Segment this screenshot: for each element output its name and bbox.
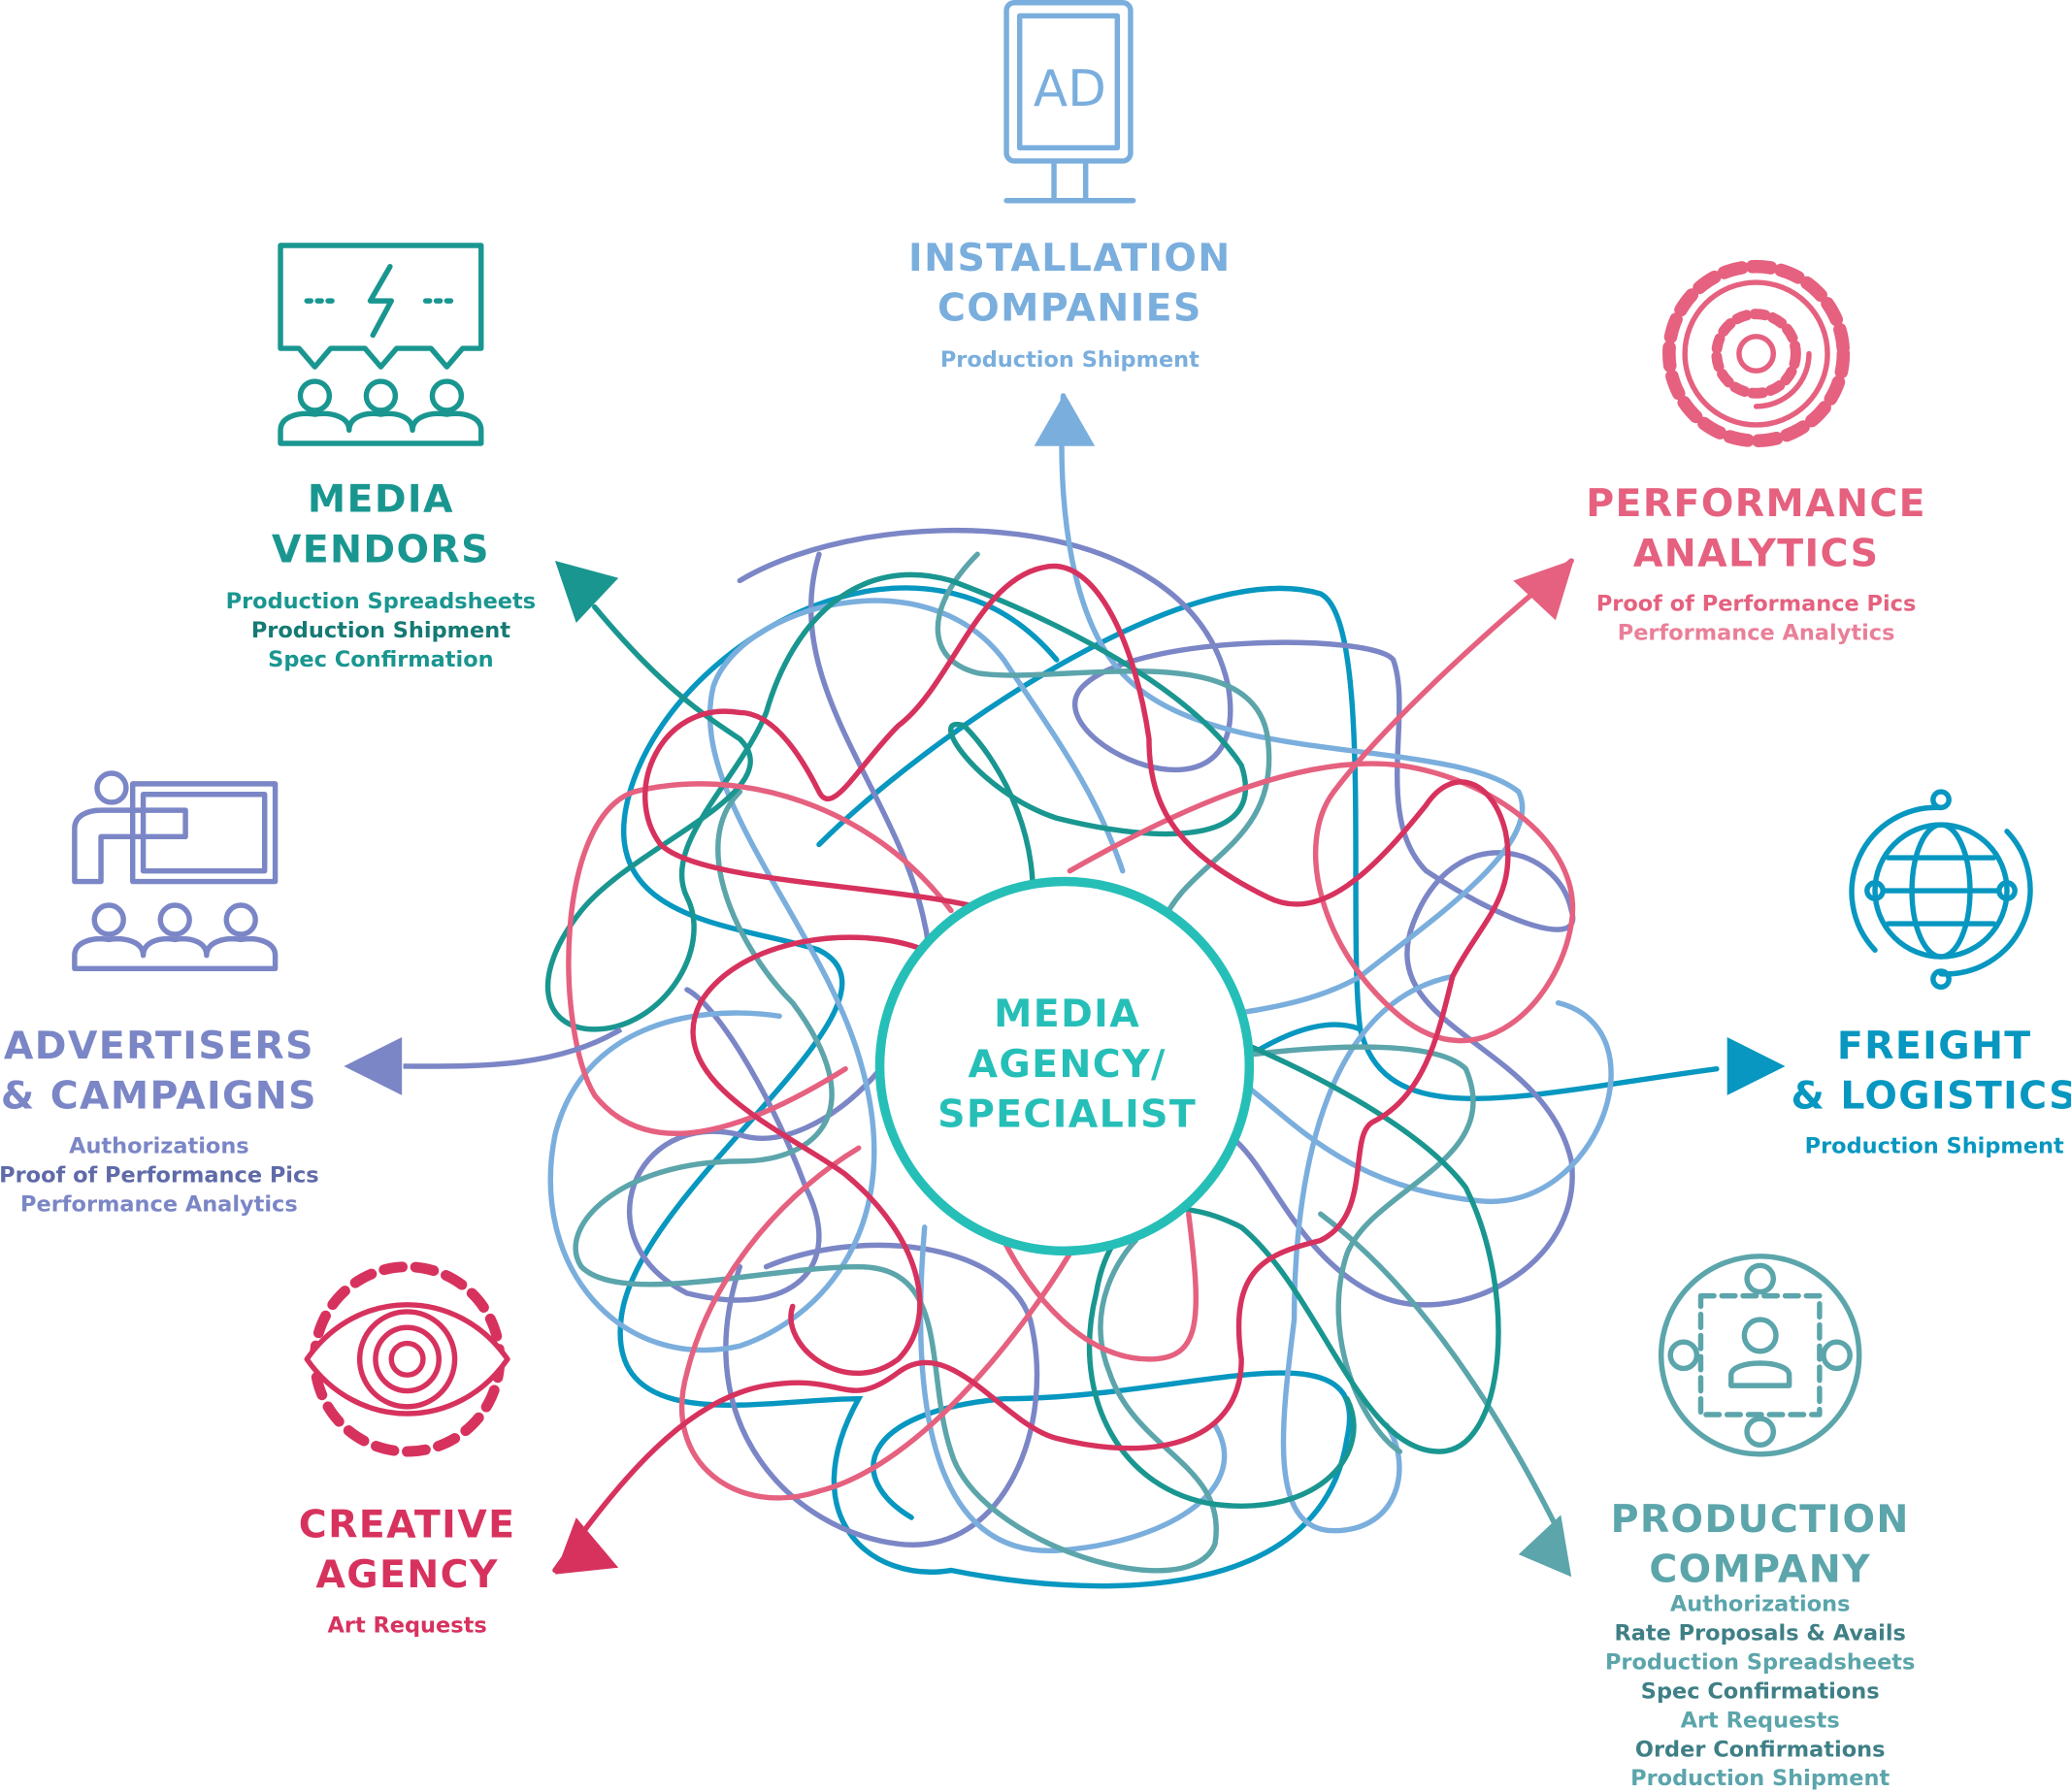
- production-item: Order Confirmations: [1635, 1737, 1886, 1762]
- eye-gear-icon: [304, 1261, 510, 1457]
- gear-icon: [1662, 259, 1851, 448]
- performance-title-1: PERFORMANCE: [1586, 481, 1926, 526]
- advertisers-item: Authorizations: [69, 1134, 249, 1159]
- freight-item: Production Shipment: [1805, 1134, 2064, 1159]
- center-line-2: AGENCY/: [969, 1042, 1167, 1087]
- production-item: Spec Confirmations: [1641, 1678, 1880, 1704]
- arrow-advertisers: [344, 1037, 403, 1095]
- arrow-production: [1518, 1515, 1572, 1578]
- performance-title-2: ANALYTICS: [1633, 531, 1880, 575]
- advertisers-title-2: & CAMPAIGNS: [1, 1073, 317, 1118]
- vendors-item: Production Shipment: [251, 618, 510, 643]
- vendors-title-2: VENDORS: [272, 527, 490, 571]
- production-item: Production Spreadsheets: [1605, 1650, 1915, 1676]
- advertisers-title-1: ADVERTISERS: [4, 1024, 314, 1068]
- creative-title-1: CREATIVE: [299, 1503, 516, 1548]
- advertisers-item: Performance Analytics: [20, 1192, 298, 1218]
- performance-item: Proof of Performance Pics: [1596, 592, 1917, 617]
- creative-item: Art Requests: [328, 1613, 487, 1638]
- arrows: [344, 393, 1786, 1578]
- vendors-item: Spec Confirmation: [268, 647, 493, 672]
- production-item: Production Shipment: [1630, 1766, 1890, 1791]
- freight-title-1: FREIGHT: [1837, 1024, 2032, 1068]
- production-item: Art Requests: [1681, 1708, 1840, 1733]
- arrow-performance: [1513, 559, 1574, 621]
- node-freight: FREIGHT & LOGISTICS Production Shipment: [1792, 789, 2071, 1159]
- node-production: PRODUCTION COMPANY Authorizations Rate P…: [1605, 1254, 1915, 1791]
- production-item: Rate Proposals & Avails: [1614, 1621, 1905, 1646]
- center-node: MEDIA AGENCY/ SPECIALIST: [874, 876, 1255, 1256]
- meeting-presentation-icon: [278, 243, 484, 446]
- node-vendors: MEDIA VENDORS Production Spreadsheets Pr…: [226, 243, 536, 672]
- arrow-installation: [1034, 393, 1096, 446]
- center-line-1: MEDIA: [994, 992, 1140, 1036]
- installation-title-1: INSTALLATION: [908, 236, 1232, 280]
- presenter-board-icon: [72, 770, 279, 972]
- tangled-connections: [544, 393, 1720, 1589]
- node-installation: AD INSTALLATION COMPANIES Production Shi…: [908, 0, 1232, 373]
- installation-title-2: COMPANIES: [937, 286, 1202, 331]
- creative-title-2: AGENCY: [315, 1552, 499, 1597]
- billboard-ad-icon: AD: [1003, 0, 1136, 204]
- user-network-icon: [1658, 1254, 1862, 1457]
- installation-item: Production Shipment: [940, 347, 1200, 373]
- production-item: Authorizations: [1670, 1592, 1851, 1617]
- vendors-item: Production Spreadsheets: [226, 589, 536, 614]
- arrow-freight: [1726, 1037, 1786, 1095]
- center-line-3: SPECIALIST: [937, 1092, 1197, 1137]
- arrow-creative: [554, 1517, 619, 1575]
- globe-network-icon: [1849, 789, 2033, 991]
- production-title-2: COMPANY: [1649, 1548, 1871, 1592]
- advertisers-item: Proof of Performance Pics: [0, 1163, 319, 1189]
- node-creative: CREATIVE AGENCY Art Requests: [299, 1261, 516, 1638]
- freight-title-2: & LOGISTICS: [1792, 1073, 2071, 1118]
- arrow-vendors: [554, 561, 619, 623]
- performance-item: Performance Analytics: [1618, 621, 1895, 646]
- vendors-title-1: MEDIA: [308, 477, 454, 522]
- ad-icon-text: AD: [1034, 60, 1106, 118]
- node-advertisers: ADVERTISERS & CAMPAIGNS Authorizations P…: [0, 770, 319, 1218]
- node-performance: PERFORMANCE ANALYTICS Proof of Performan…: [1586, 259, 1926, 646]
- production-title-1: PRODUCTION: [1611, 1497, 1910, 1542]
